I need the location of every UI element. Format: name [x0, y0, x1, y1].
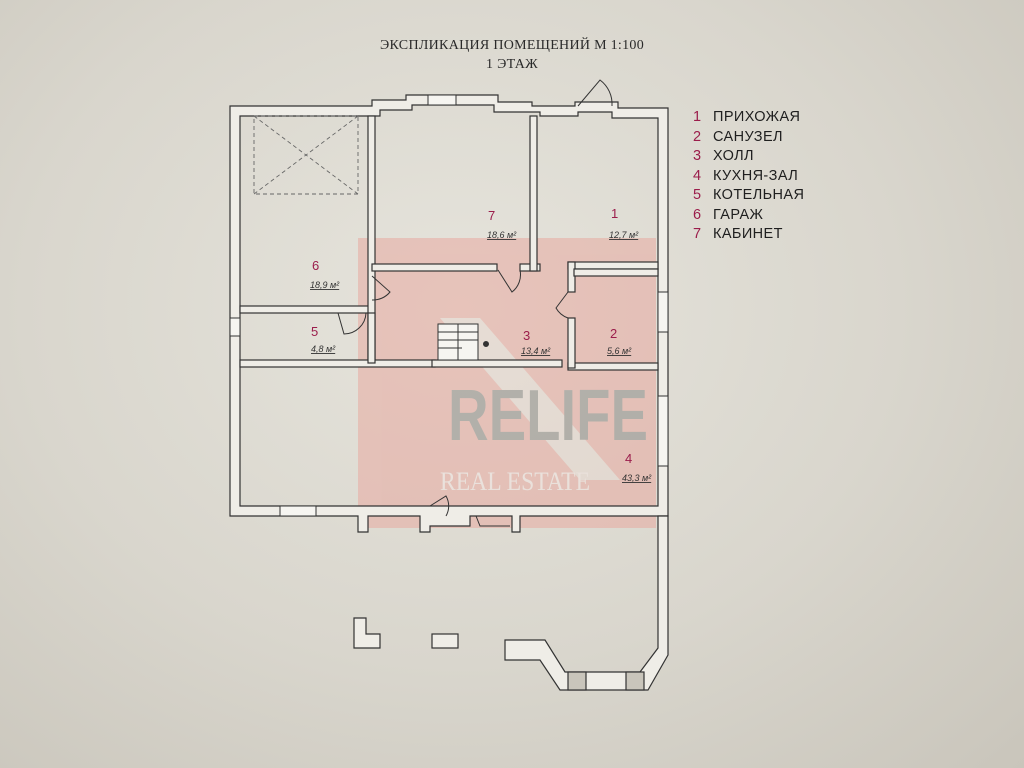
- wall-bath-south: [567, 362, 659, 371]
- room-labels: 1 12,7 м² 2 5,6 м² 3 13,4 м² 4 43,3 м² 5…: [310, 206, 652, 483]
- window-kitchen-south: [279, 505, 317, 517]
- legend: 1 ПРИХОЖАЯ 2 САНУЗЕЛ 3 ХОЛЛ 4 КУХНЯ-ЗАЛ …: [693, 109, 804, 246]
- legend-label: САНУЗЕЛ: [713, 128, 783, 145]
- room-5-number: 5: [311, 324, 318, 339]
- legend-item: 5 КОТЕЛЬНАЯ: [693, 187, 804, 207]
- watermark: RELIFE REAL ESTATE: [358, 238, 656, 528]
- legend-item: 4 КУХНЯ-ЗАЛ: [693, 168, 804, 188]
- legend-label: КУХНЯ-ЗАЛ: [713, 167, 799, 184]
- legend-item: 3 ХОЛЛ: [693, 148, 804, 168]
- room-1-number: 1: [611, 206, 618, 221]
- wall-boiler-south: [239, 359, 436, 368]
- door-entrance: [577, 79, 613, 107]
- legend-number: 4: [693, 167, 702, 184]
- door-boiler: [337, 312, 367, 335]
- watermark-brand: RELIFE: [448, 376, 648, 456]
- wall-cabinet-south: [371, 263, 498, 272]
- garage-pit: [253, 115, 359, 195]
- legend-label: ГАРАЖ: [713, 206, 764, 223]
- wall-hall-south: [431, 359, 563, 368]
- watermark-block: [358, 238, 656, 528]
- legend-item: 2 САНУЗЕЛ: [693, 129, 804, 149]
- terrace-pillar-right: [625, 671, 645, 691]
- watermark-sub: REAL ESTATE: [440, 467, 590, 496]
- legend-item: 6 ГАРАЖ: [693, 207, 804, 227]
- terrace-block-mid: [431, 633, 459, 649]
- room-1-area: 12,7 м²: [609, 230, 639, 240]
- stairs-marker: [483, 341, 489, 347]
- door-cabinet: [497, 269, 521, 293]
- door-kitchen: [475, 515, 510, 527]
- wall-bath-west-a: [567, 261, 576, 293]
- terrace: [353, 515, 669, 691]
- window-bath: [657, 291, 669, 333]
- walls: [229, 94, 669, 533]
- terrace-block-l: [353, 617, 381, 649]
- window-kitchen: [657, 395, 669, 467]
- room-6-area: 18,9 м²: [310, 280, 340, 290]
- window-boiler: [229, 317, 241, 337]
- room-5-area: 4,8 м²: [311, 344, 336, 354]
- terrace-pillar-left: [567, 671, 587, 691]
- doors: [337, 79, 613, 527]
- wall-boiler-east: [367, 312, 376, 364]
- door-terrace: [429, 495, 450, 517]
- legend-number: 2: [693, 128, 702, 145]
- room-3-area: 13,4 м²: [521, 346, 551, 356]
- plan-title: ЭКСПЛИКАЦИЯ ПОМЕЩЕНИЙ М 1:100 1 ЭТАЖ: [0, 36, 1024, 74]
- room-7-area: 18,6 м²: [487, 230, 517, 240]
- plan-title-line1: ЭКСПЛИКАЦИЯ ПОМЕЩЕНИЙ М 1:100: [379, 38, 645, 53]
- room-4-number: 4: [625, 451, 632, 466]
- legend-number: 7: [693, 226, 702, 242]
- wall-bath-north: [567, 261, 659, 270]
- room-3-number: 3: [523, 328, 530, 343]
- window-cabinet: [427, 94, 457, 106]
- windows: [229, 94, 669, 517]
- legend-item: 7 КАБИНЕТ: [693, 226, 804, 246]
- room-6-number: 6: [312, 258, 319, 273]
- stairs: [437, 323, 489, 361]
- watermark-swoosh: [440, 318, 620, 480]
- wall-bath-west-b: [567, 317, 576, 369]
- legend-label: КОТЕЛЬНАЯ: [713, 187, 805, 203]
- wall-bath-north-inner: [573, 268, 659, 277]
- legend-number: 3: [693, 148, 702, 164]
- room-4-area: 43,3 м²: [622, 473, 652, 483]
- room-2-area: 5,6 м²: [607, 346, 632, 356]
- legend-label: ХОЛЛ: [713, 148, 754, 164]
- door-bath: [555, 291, 569, 319]
- wall-garage-boiler: [239, 305, 373, 314]
- room-7-number: 7: [488, 208, 495, 223]
- legend-label: ПРИХОЖАЯ: [713, 109, 801, 125]
- wall-cabinet-east: [529, 115, 538, 272]
- outer-wall: [229, 94, 669, 533]
- legend-number: 5: [693, 187, 702, 203]
- plan-title-line2: 1 ЭТАЖ: [485, 57, 539, 72]
- legend-item: 1 ПРИХОЖАЯ: [693, 109, 804, 129]
- terrace-wall: [504, 515, 669, 691]
- legend-number: 1: [693, 109, 702, 125]
- legend-label: КАБИНЕТ: [713, 226, 783, 242]
- door-garage: [371, 275, 391, 301]
- legend-number: 6: [693, 206, 702, 223]
- room-2-number: 2: [610, 326, 617, 341]
